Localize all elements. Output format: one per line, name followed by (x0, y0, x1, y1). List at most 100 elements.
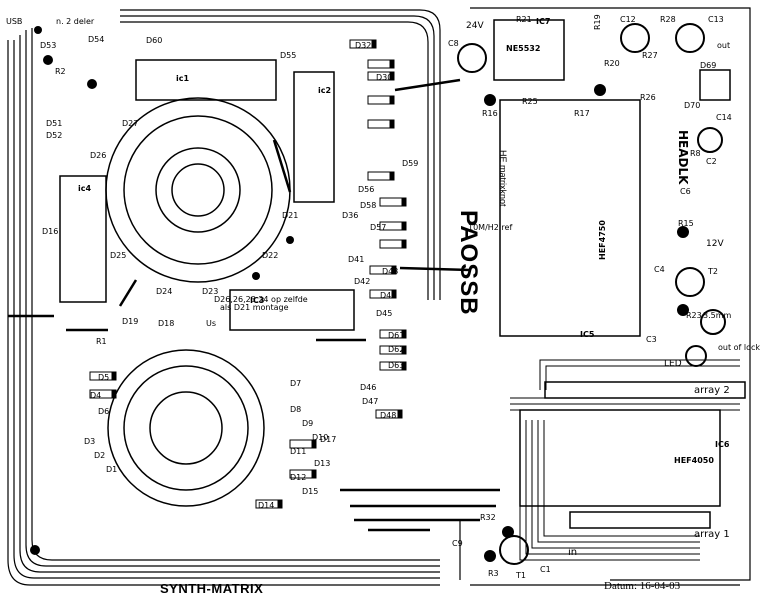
array2-label: array 2 (694, 385, 730, 396)
out-label: out (717, 41, 731, 50)
c6-label: C6 (680, 187, 691, 196)
us-label: Us (206, 319, 217, 328)
r1-label: R1 (96, 337, 107, 346)
d36-label: D36 (342, 211, 359, 220)
c12-label: C12 (620, 15, 636, 24)
label-usb: USB (6, 17, 23, 26)
label-out-of-lock: out of lock led (718, 343, 762, 352)
d59-label: D59 (402, 159, 419, 168)
d3-label: D3 (84, 437, 96, 446)
ic4-label: ic4 (78, 184, 92, 193)
d46-label: D46 (360, 383, 377, 392)
r23-label: R23 (686, 311, 702, 320)
c3-label: C3 (646, 335, 657, 344)
label-diode-note: D26,26,23,24 op zelfde (214, 295, 308, 304)
d9-label: D9 (302, 419, 314, 428)
d18-label: D18 (158, 319, 175, 328)
d7-label: D7 (290, 379, 302, 388)
d63-label: D63 (388, 361, 405, 370)
d27-label: D27 (122, 119, 139, 128)
c13-label: C13 (708, 15, 724, 24)
signature-text: HEADLK (676, 130, 690, 185)
d23-label: D23 (202, 287, 219, 296)
r19-label: R19 (593, 14, 602, 30)
c4-label: C4 (654, 265, 665, 274)
d5-label: D5 (98, 373, 110, 382)
component-outlines (59, 19, 746, 529)
d45-label: D45 (376, 309, 393, 318)
d44-label: D44 (380, 291, 397, 300)
label-ref: 10M/H2 ref (468, 223, 513, 232)
ne5532-label: NE5532 (506, 44, 541, 53)
d21-label: D21 (282, 211, 299, 220)
d19-label: D19 (122, 317, 139, 326)
rotary-switch-b (107, 349, 265, 507)
led-label: LED (664, 359, 682, 369)
t2-label: T2 (708, 267, 718, 276)
d24-label: D24 (156, 287, 173, 296)
ic2-label: ic2 (318, 86, 332, 95)
ic3-label: IC3 (250, 296, 265, 305)
d22-label: D22 (262, 251, 279, 260)
r21-label: R21 (516, 15, 532, 24)
hef4050-label: HEF4050 (674, 456, 714, 465)
mm35-label: 3.5mm (703, 311, 732, 320)
v12-label: 12V (706, 239, 724, 249)
d60-label: D60 (146, 36, 163, 45)
r17-label: R17 (574, 109, 590, 118)
r28-label: R28 (660, 15, 676, 24)
ic7-label: IC7 (536, 17, 551, 26)
d57-label: D57 (370, 223, 387, 232)
outer-traces (7, 7, 751, 586)
jumper-wires (8, 78, 500, 532)
d8-label: D8 (290, 405, 302, 414)
d1-label: D1 (106, 465, 118, 474)
pads (30, 26, 689, 562)
array1-label: array 1 (694, 529, 730, 540)
board-title: SYNTH-MATRIX (160, 581, 264, 596)
d53-label: D53 (40, 41, 57, 50)
hef4750-label: HEF4750 (598, 220, 607, 260)
d48-label: D48 (380, 411, 397, 420)
in-label: in (568, 547, 578, 558)
c8-label: C8 (448, 39, 459, 48)
c1-label: C1 (540, 565, 551, 574)
diode-row (89, 39, 407, 509)
d54-label: D54 (88, 35, 105, 44)
r3-label: R3 (488, 569, 499, 578)
d10-label: D10 (312, 433, 329, 442)
d51-label: D51 (46, 119, 63, 128)
r2-label: R2 (55, 67, 66, 76)
d26-label: D26 (90, 151, 107, 160)
d30-label: D30 (376, 73, 393, 82)
d62-label: D62 (388, 345, 405, 354)
ic5-label: IC5 (580, 330, 595, 339)
d32-label: D32 (355, 41, 372, 50)
r15-label: R15 (678, 219, 694, 228)
d70-label: D70 (684, 101, 701, 110)
d42-label: D42 (354, 277, 371, 286)
r16-label: R16 (482, 109, 498, 118)
d11-label: D11 (290, 447, 307, 456)
side-subtext: HE matrixknot (498, 150, 508, 207)
d25-label: D25 (110, 251, 127, 260)
r25-label: R25 (522, 97, 538, 106)
d56-label: D56 (358, 185, 375, 194)
ic6-label: IC6 (715, 440, 730, 449)
r27-label: R27 (642, 51, 658, 60)
d4-label: D4 (90, 391, 102, 400)
d6-label: D6 (98, 407, 110, 416)
capacitors (457, 23, 726, 565)
d61-label: D61 (388, 331, 405, 340)
c2-label: C2 (706, 157, 717, 166)
label-diode-note-2: als D21 montage (220, 303, 289, 312)
d52-label: D52 (46, 131, 63, 140)
label-deler: n. 2 deler (56, 17, 95, 26)
d43-label: D43 (382, 267, 399, 276)
ic1-label: ic1 (176, 74, 190, 83)
d58-label: D58 (360, 201, 377, 210)
d17-label: D17 (320, 435, 337, 444)
d47-label: D47 (362, 397, 379, 406)
c9-label: C9 (452, 539, 463, 548)
